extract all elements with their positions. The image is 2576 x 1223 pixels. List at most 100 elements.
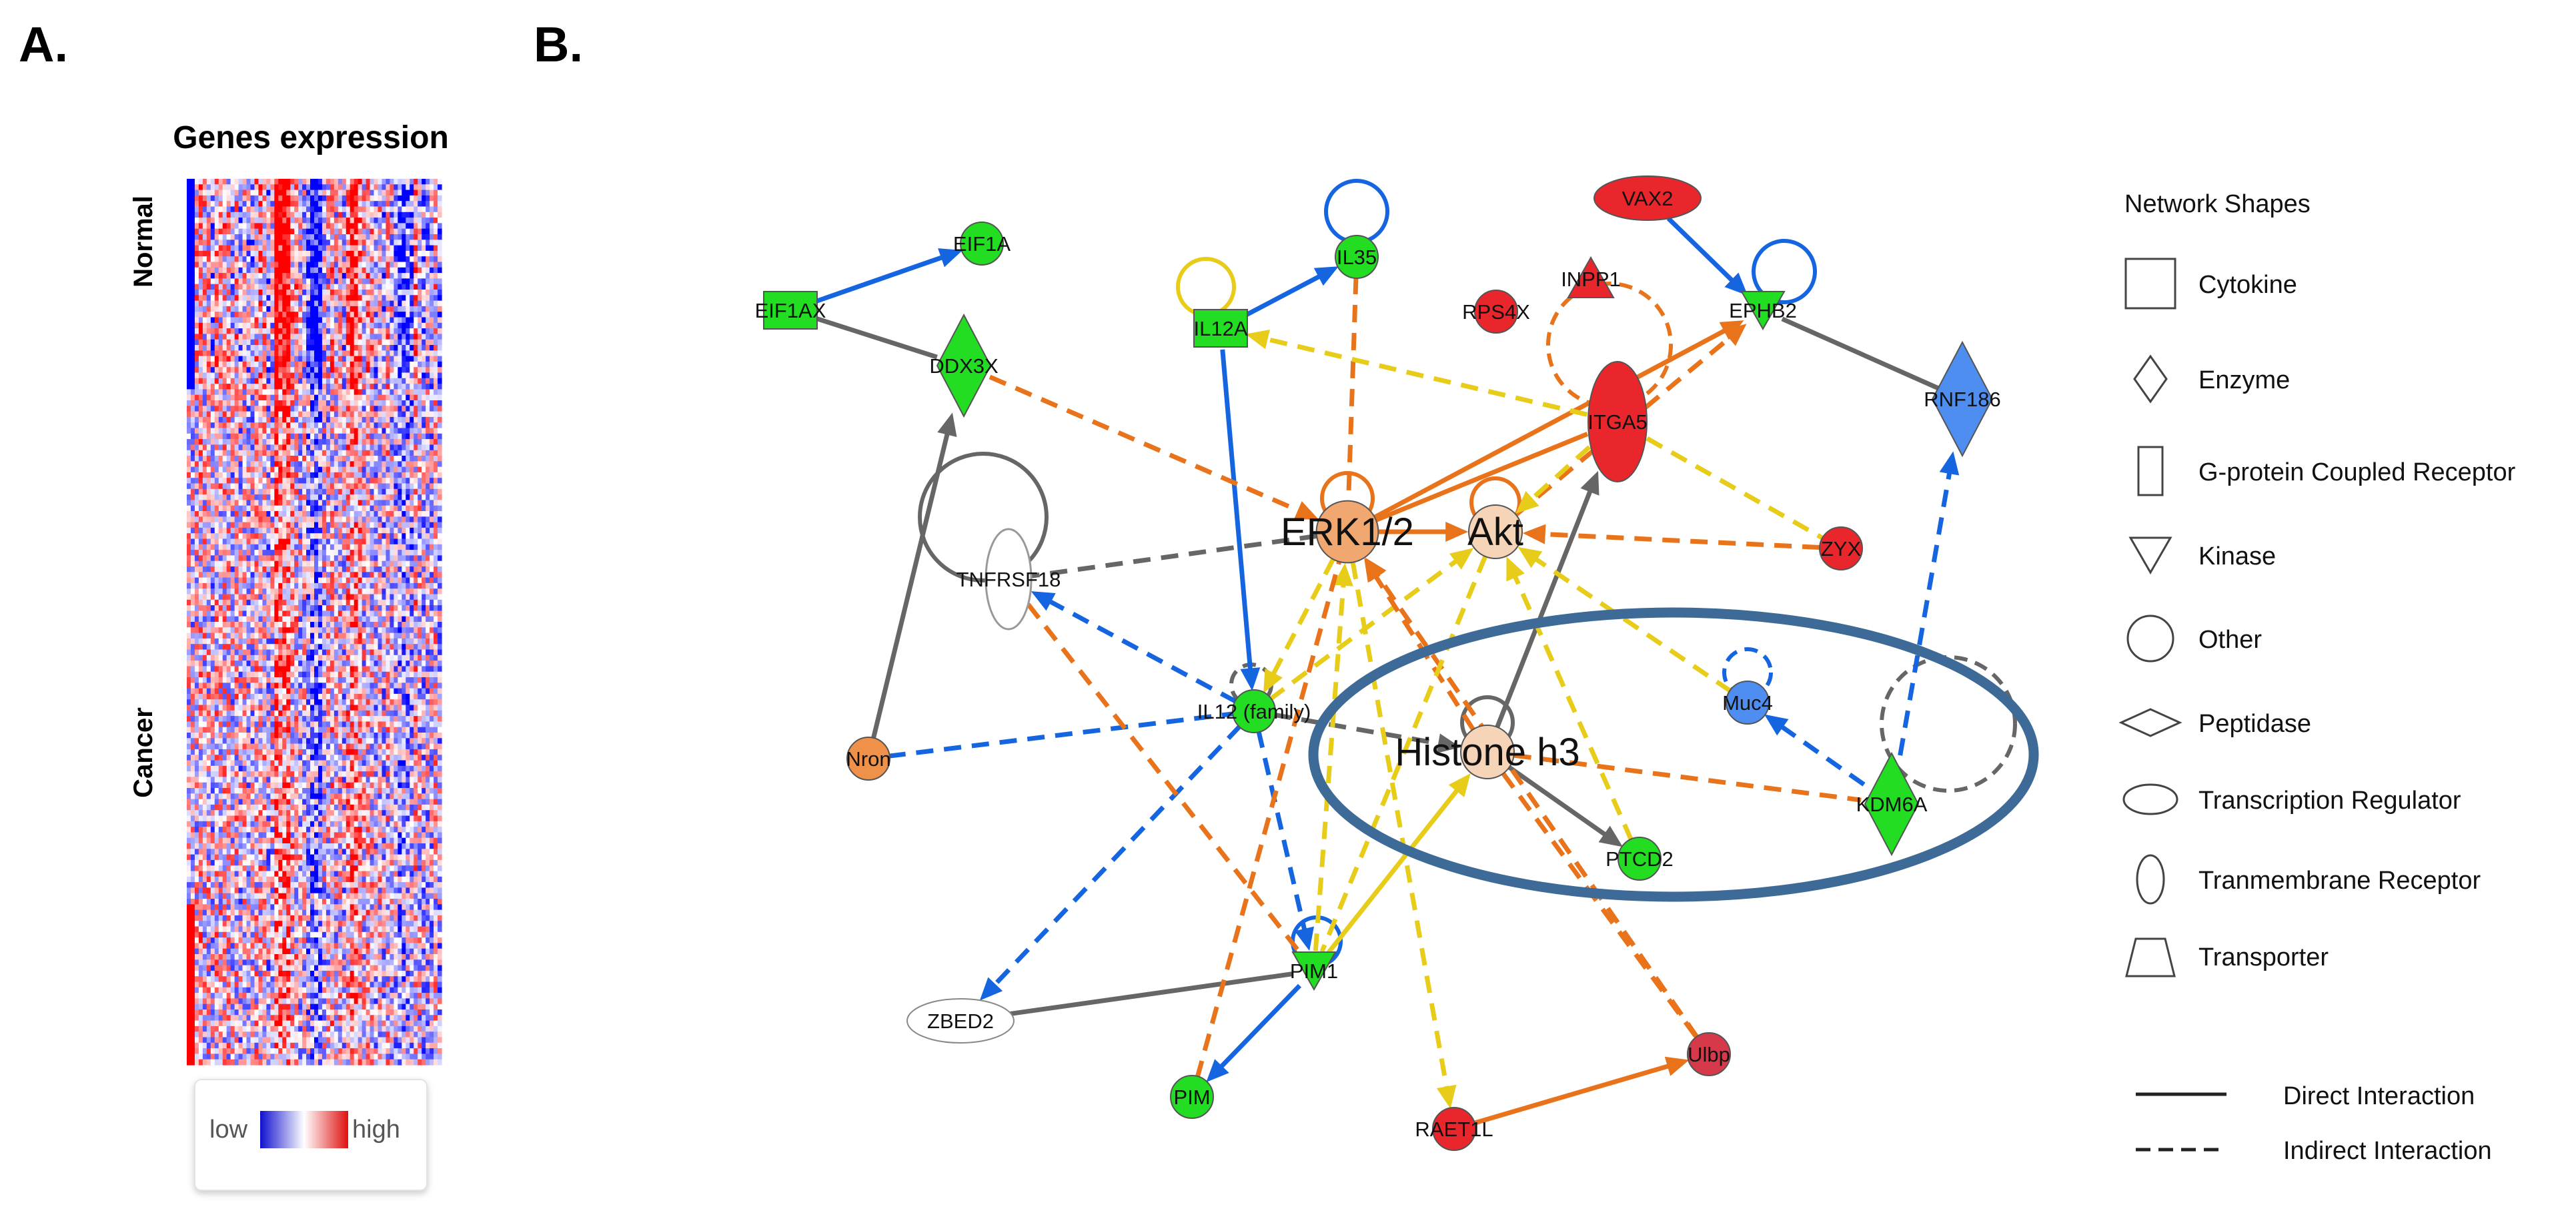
edge-Histone-KDM6A [1513,753,1862,803]
edge-Histone-PTCD2 [1507,765,1623,847]
panel-b: B. EIF1AXEIF1ADDX3XIL12AIL35RPS4XVAX2INP… [534,17,2516,1165]
edge-Histone-Ulbp [1501,772,1699,1040]
node-label-ZBED2: ZBED2 [927,1009,994,1033]
edge-EIF1AX-EIF1A [813,248,963,304]
node-label-Ulbp: Ulbp [1688,1043,1730,1066]
edge-ERK12-EPHB2 [1373,320,1744,520]
self-loops [918,179,2017,967]
edge-IL12A-IL12fam [1220,349,1261,691]
edge-Ulbp-ERK12 [1365,557,1700,1040]
edge-PIM1-Histone [1325,773,1471,957]
group-label-normal: Normal [129,195,158,288]
legend-item-gpcr: G-protein Coupled Receptor [2137,446,2516,496]
node-label-EIF1A: EIF1A [953,232,1011,256]
node-label-IL12fam: IL12 (family) [1197,700,1311,723]
edge-EIF1AX-DDX3X [814,316,938,360]
node-label-ZYX: ZYX [1821,537,1862,560]
edge-Nron-IL12fam [888,711,1235,759]
node-label-RPS4X: RPS4X [1462,300,1530,324]
edge-IL12fam-Histone [1273,712,1461,753]
legend-label-other: Other [2198,626,2262,654]
panel-a-label: A. [19,17,68,72]
node-Histone: Histone h3 [1395,725,1580,779]
node-label-EIF1AX: EIF1AX [755,299,826,322]
node-EIF1A: EIF1A [953,222,1011,266]
panel-b-label: B. [534,17,583,72]
legend-label-kinase: Kinase [2198,542,2276,570]
node-label-PIM: PIM [1173,1086,1210,1109]
edge-ERK12-IL12fam [1263,558,1335,693]
edge-PIM1-PIM [1206,983,1302,1082]
edge-KDM6A-Muc4 [1764,714,1866,787]
legend-item-transmembrane-receptor: Tranmembrane Receptor [2136,854,2481,905]
highlight-ellipse [1308,607,2039,902]
node-ITGA5: ITGA5 [1587,361,1648,482]
edge-ZYX-Akt [1522,524,1820,550]
node-IL12fam: IL12 (family) [1197,689,1311,733]
edge-ITGA5-Akt [1515,445,1591,514]
edge-IL12A-IL35 [1241,266,1339,320]
legend-label-enzyme: Enzyme [2198,366,2290,394]
edge-PIM-ERK12 [1195,561,1341,1079]
node-ERK12: ERK1/2 [1281,500,1414,564]
node-IL12A: IL12A [1193,309,1248,348]
node-DDX3X: DDX3X [929,313,999,418]
edge-Akt-PIM1 [1319,555,1487,953]
node-label-Histone: Histone h3 [1395,731,1579,774]
legend-low-label: low [209,1116,248,1144]
legend-item-other: Other [2126,615,2262,663]
node-label-PIM1: PIM1 [1290,959,1338,983]
node-RAET1L: RAET1L [1415,1107,1493,1151]
node-Ulbp: Ulbp [1687,1032,1731,1076]
node-label-ITGA5: ITGA5 [1587,410,1648,434]
edge-ERK12-RAET1L [1350,561,1457,1109]
node-PIM1: PIM1 [1290,951,1338,991]
node-VAX2: VAX2 [1593,175,1702,221]
edge-ERK12-Akt [1378,522,1469,542]
node-label-EPHB2: EPHB2 [1729,299,1797,322]
node-Nron: Nron [846,737,891,781]
node-ZBED2: ZBED2 [906,998,1015,1044]
self-loop-TNFRSF18 [918,452,1049,582]
legend-high-label: high [352,1116,400,1144]
edge-IL12fam-ZBED2 [979,724,1242,1001]
node-KDM6A: KDM6A [1856,751,1928,857]
expression-heatmap [187,179,442,1066]
self-loop-IL35 [1324,179,1389,244]
node-PTCD2: PTCD2 [1605,837,1674,881]
legend-label-gpcr: G-protein Coupled Receptor [2198,458,2516,486]
node-label-TNFRSF18: TNFRSF18 [956,568,1061,591]
node-ZYX: ZYX [1819,526,1863,570]
edge-IL12fam-PIM1 [1256,730,1314,951]
node-label-IL35: IL35 [1337,246,1377,269]
edge-ITGA5-ERK12 [1375,432,1589,522]
node-label-Akt: Akt [1467,510,1523,554]
edge-ZBED2-PIM1 [1009,971,1293,1017]
indirect-interaction-label: Indirect Interaction [2283,1137,2492,1165]
network-nodes: EIF1AXEIF1ADDX3XIL12AIL35RPS4XVAX2INPP1E… [755,175,2001,1151]
node-label-VAX2: VAX2 [1622,187,1674,210]
node-Muc4: Muc4 [1722,681,1773,725]
node-label-PTCD2: PTCD2 [1605,847,1674,871]
node-TNFRSF18: TNFRSF18 [956,528,1061,631]
node-IL35: IL35 [1335,235,1379,279]
legend-item-cytokine: Cytokine [2124,258,2297,310]
group-label-cancer: Cancer [129,707,158,798]
edge-DDX3X-ERK12 [989,374,1319,520]
legend-label-peptidase: Peptidase [2198,710,2311,738]
legend-label-cytokine: Cytokine [2198,271,2297,299]
edge-PIM1-ERK12 [1313,562,1353,951]
edge-Muc4-Akt [1517,546,1733,694]
legend-label-transcription-regulator: Transcription Regulator [2198,787,2461,815]
node-RPS4X: RPS4X [1462,290,1530,334]
edge-ERK12-TNFRSF18 [1031,533,1317,578]
node-label-IL12A: IL12A [1193,317,1247,340]
network-edges [813,216,1960,1126]
node-RNF186: RNF186 [1924,340,2001,458]
node-label-Nron: Nron [846,747,890,771]
heatmap-title: Genes expression [173,120,449,155]
self-loop-IL12A [1176,257,1236,317]
node-label-KDM6A: KDM6A [1856,793,1928,816]
panel-a: A. Genes expression Normal Cancer low hi… [19,17,449,1191]
